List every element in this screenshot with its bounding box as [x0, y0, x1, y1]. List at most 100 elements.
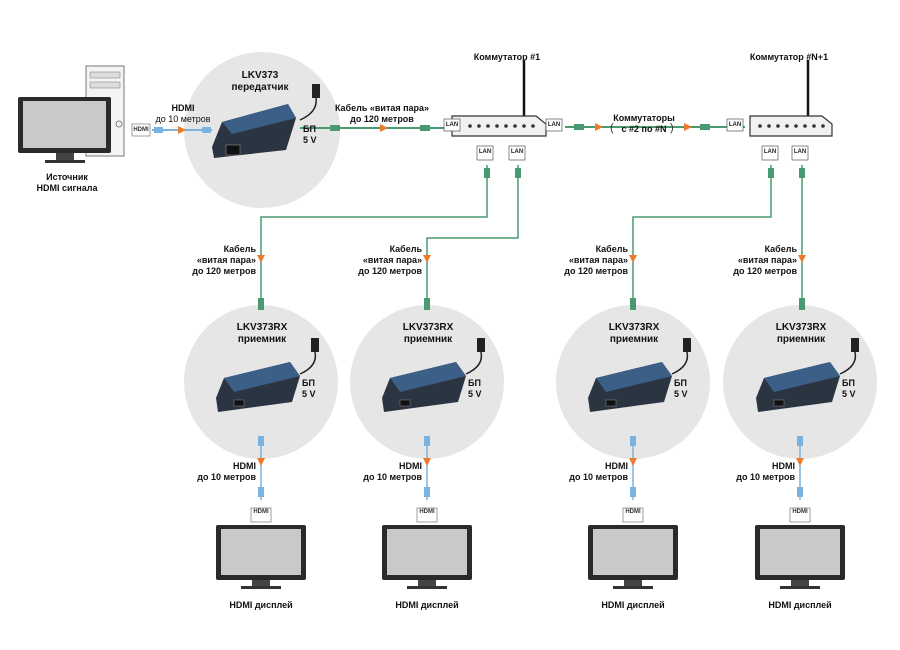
display-3 [588, 507, 678, 589]
drop-cable-1-line1: Кабель [223, 244, 256, 254]
display-1 [216, 507, 306, 589]
output-cable-label-1: HDMI до 10 метров [197, 461, 256, 483]
switch-chain-line2: с #2 по #N [621, 124, 667, 134]
receiver-device-4 [756, 338, 859, 412]
hdmi-input-cable-line2: до 10 метров [155, 114, 211, 124]
switch-n-lan-down-2: LAN [793, 149, 807, 155]
switch-chain-line1: Коммутаторы [613, 113, 675, 123]
display-label-1: HDMI дисплей [229, 600, 293, 610]
transmitter-psu-label: БП 5 V [303, 124, 317, 146]
receiver-label-1: LKV373RX приемник [237, 322, 288, 346]
drop-cable-2-line3: до 120 метров [358, 266, 422, 276]
transmitter-psu [299, 84, 320, 121]
source-label-line2: HDMI сигнала [36, 183, 98, 193]
receiver-psu-3-line2: 5 V [674, 389, 688, 399]
receiver-1-subtitle: приемник [237, 334, 287, 345]
switch-1-title: Коммутатор #1 [473, 52, 541, 62]
transmitter-psu-line2: 5 V [303, 135, 317, 145]
display-label-2: HDMI дисплей [395, 600, 459, 610]
switch-n-title: Коммутатор #N+1 [749, 52, 829, 62]
receiver-psu-2-line1: БП [468, 378, 481, 388]
receiver-4-name: LKV373RX [775, 322, 827, 333]
receiver-psu-label-3: БП 5 V [674, 378, 688, 400]
output-cable-2-line2: до 10 метров [363, 472, 422, 482]
drop-cable-2-line2: «витая пара» [362, 255, 422, 265]
svg-text:(: ( [610, 122, 614, 134]
output-cable-4-line1: HDMI [772, 461, 795, 471]
source-hdmi-port [131, 123, 151, 137]
trunk-cable [300, 124, 445, 132]
source-label: Источник HDMI сигнала [37, 172, 98, 194]
switch-n-plus-1 [726, 60, 833, 161]
trunk-cable-label: Кабель «витая пара» до 120 метров [335, 103, 429, 125]
transmitter-device [212, 104, 296, 158]
drop-cable-2-line1: Кабель [389, 244, 422, 254]
hdmi-output-connectors [258, 436, 803, 497]
output-cable-4-line2: до 10 метров [736, 472, 795, 482]
receiver-device-3 [588, 338, 691, 412]
display-2 [382, 507, 472, 589]
receiver-psu-label-2: БП 5 V [468, 378, 482, 400]
output-cable-3-line1: HDMI [605, 461, 628, 471]
display-port-label-4: HDMI [792, 509, 808, 515]
display-port-label-3: HDMI [625, 509, 641, 515]
output-cable-1-line1: HDMI [233, 461, 256, 471]
receiver-device-1 [216, 338, 319, 412]
receiver-4-subtitle: приемник [776, 334, 826, 345]
output-cable-label-3: HDMI до 10 метров [569, 461, 628, 483]
output-cable-3-line2: до 10 метров [569, 472, 628, 482]
switch-chain-cable: ( ) [565, 122, 745, 134]
switch-1-lan-down-2: LAN [510, 149, 524, 155]
receiver-label-3: LKV373RX приемник [609, 322, 660, 346]
drop-cable-arrows [257, 255, 806, 263]
transmitter-name: LKV373 [241, 70, 279, 81]
hdmi-input-cable-line1: HDMI [171, 103, 195, 113]
transmitter-psu-line1: БП [303, 124, 316, 134]
transmitter-subtitle: передатчик [231, 82, 289, 93]
source-label-line1: Источник [46, 172, 88, 182]
switch-n-lan-down-1: LAN [763, 149, 777, 155]
output-cable-2-line1: HDMI [399, 461, 422, 471]
receiver-3-subtitle: приемник [609, 334, 659, 345]
transmitter-label: LKV373 передатчик [231, 70, 288, 94]
receiver-psu-3-line1: БП [674, 378, 687, 388]
source-monitor [18, 97, 111, 163]
hdmi-input-cable [152, 126, 212, 134]
switch-1-lan-right: LAN [547, 122, 561, 128]
receiver-3-name: LKV373RX [608, 322, 660, 333]
drop-cable-3-line3: до 120 метров [564, 266, 628, 276]
output-cable-1-line2: до 10 метров [197, 472, 256, 482]
receiver-psu-label-1: БП 5 V [302, 378, 316, 400]
display-label-4: HDMI дисплей [768, 600, 832, 610]
drop-cable-4-line3: до 120 метров [733, 266, 797, 276]
switch-1 [443, 60, 563, 161]
output-cable-label-4: HDMI до 10 метров [736, 461, 795, 483]
switch-1-lan-left: LAN [445, 122, 459, 128]
receiver-2-subtitle: приемник [403, 334, 453, 345]
receiver-psu-label-4: БП 5 V [842, 378, 856, 400]
display-port-label-2: HDMI [419, 509, 435, 515]
trunk-cable-line1: Кабель «витая пара» [334, 103, 430, 113]
trunk-cable-line2: до 120 метров [350, 114, 414, 124]
drop-cable-4-line2: «витая пара» [737, 255, 797, 265]
receiver-psu-4-line1: БП [842, 378, 855, 388]
hdmi-output-arrows [257, 458, 804, 466]
drop-cable-label-2: Кабель «витая пара» до 120 метров [358, 244, 422, 277]
receiver-label-4: LKV373RX приемник [776, 322, 827, 346]
switch-1-lan-down-1: LAN [478, 149, 492, 155]
display-port-label-1: HDMI [253, 509, 269, 515]
drop-cable-3-line1: Кабель [595, 244, 628, 254]
display-label-3: HDMI дисплей [601, 600, 665, 610]
drop-cable-connectors [258, 168, 805, 310]
receiver-label-2: LKV373RX приемник [403, 322, 454, 346]
drop-cable-4-line1: Кабель [764, 244, 797, 254]
drop-cable-1-line2: «витая пара» [196, 255, 256, 265]
hdmi-input-cable-label: HDMI до 10 метров [155, 103, 210, 125]
switch-chain-label: Коммутаторы с #2 по #N [613, 113, 675, 135]
svg-text:): ) [670, 122, 674, 134]
source-port-label: HDMI [133, 127, 149, 133]
receiver-device-2 [382, 338, 485, 412]
drop-cable-1-line3: до 120 метров [192, 266, 256, 276]
